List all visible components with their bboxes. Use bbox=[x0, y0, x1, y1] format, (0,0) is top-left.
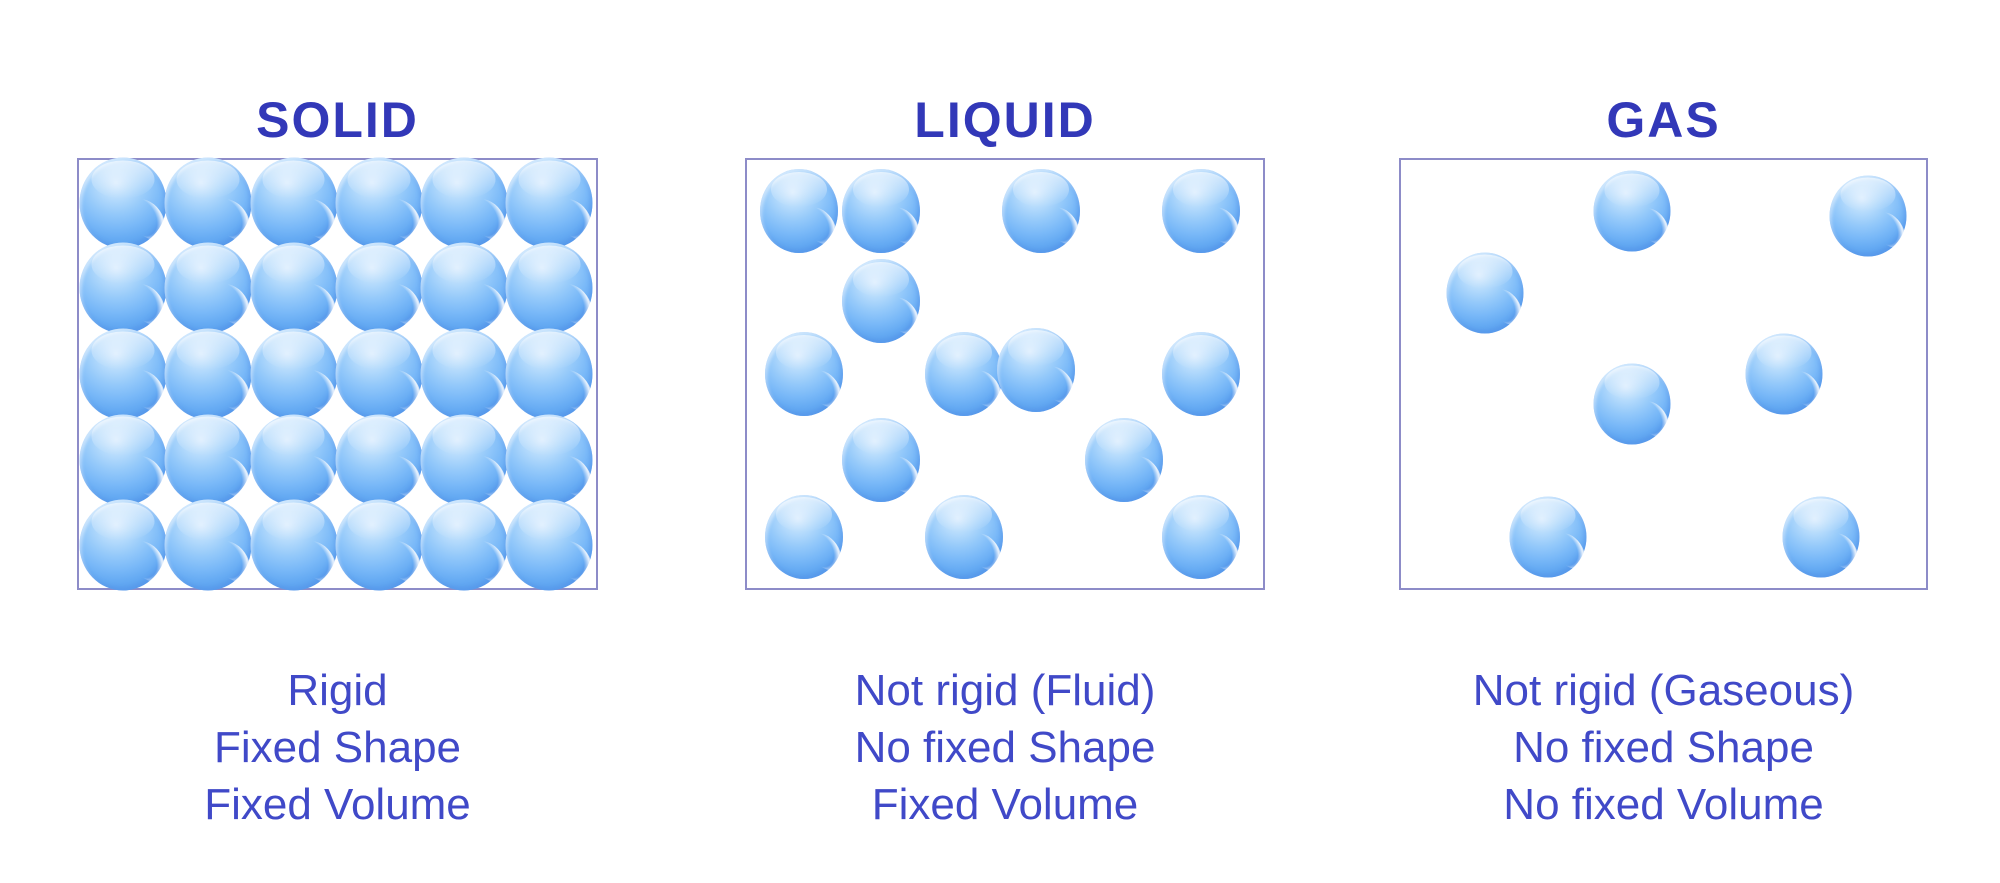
solid-particle bbox=[79, 157, 167, 249]
solid-caption-line: Fixed Volume bbox=[204, 780, 471, 829]
solid-caption-line: Rigid bbox=[287, 666, 388, 715]
solid-particle bbox=[420, 328, 508, 420]
solid-particle bbox=[250, 328, 338, 420]
liquid-box bbox=[745, 158, 1265, 590]
gas-title: GAS bbox=[1606, 91, 1721, 148]
solid-particle bbox=[79, 499, 167, 591]
liquid-particle bbox=[764, 332, 843, 416]
gas-particle bbox=[1509, 496, 1587, 578]
liquid-particle bbox=[1002, 169, 1081, 254]
solid-particle bbox=[335, 414, 423, 506]
solid-particle bbox=[505, 157, 593, 249]
gas-captions: Not rigid (Gaseous) No fixed Shape No fi… bbox=[1399, 662, 1928, 833]
solid-box bbox=[77, 157, 598, 591]
gas-caption-line: No fixed Volume bbox=[1503, 780, 1824, 829]
solid-particle bbox=[505, 414, 593, 506]
solid-particle bbox=[505, 499, 593, 591]
liquid-particle bbox=[842, 259, 921, 344]
solid-particle bbox=[420, 499, 508, 591]
solid-particle bbox=[420, 242, 508, 334]
gas-box bbox=[1399, 158, 1928, 590]
gas-particle bbox=[1829, 175, 1907, 257]
solid-particle bbox=[250, 414, 338, 506]
solid-particle bbox=[250, 242, 338, 334]
solid-particle bbox=[164, 414, 252, 506]
liquid-particle bbox=[842, 417, 921, 502]
solid-particle bbox=[79, 328, 167, 420]
gas-particle bbox=[1745, 333, 1823, 415]
solid-particle bbox=[335, 242, 423, 334]
gas-caption-line: No fixed Shape bbox=[1513, 723, 1814, 772]
gas-particle bbox=[1446, 252, 1524, 334]
liquid-particle bbox=[759, 169, 838, 254]
gas-particle bbox=[1782, 496, 1860, 578]
solid-particle bbox=[164, 328, 252, 420]
liquid-particle bbox=[924, 332, 1003, 416]
liquid-captions: Not rigid (Fluid) No fixed Shape Fixed V… bbox=[745, 662, 1265, 833]
solid-particle bbox=[164, 157, 252, 249]
liquid-particle bbox=[996, 327, 1075, 412]
gas-caption-line: Not rigid (Gaseous) bbox=[1472, 666, 1855, 715]
solid-particle bbox=[335, 328, 423, 420]
solid-particle bbox=[335, 157, 423, 249]
liquid-title: LIQUID bbox=[914, 91, 1096, 148]
solid-caption-line: Fixed Shape bbox=[213, 723, 462, 772]
solid-particle bbox=[505, 242, 593, 334]
solid-particle bbox=[164, 499, 252, 591]
solid-particle bbox=[79, 242, 167, 334]
solid-title: SOLID bbox=[256, 91, 419, 148]
solid-particle bbox=[335, 499, 423, 591]
solid-particle bbox=[420, 414, 508, 506]
solid-particle bbox=[164, 242, 252, 334]
liquid-particle bbox=[1162, 332, 1241, 416]
liquid-particle bbox=[924, 494, 1003, 579]
gas-particle bbox=[1593, 363, 1671, 445]
liquid-particle bbox=[1084, 417, 1163, 502]
liquid-caption-line: Not rigid (Fluid) bbox=[854, 666, 1156, 715]
solid-captions: Rigid Fixed Shape Fixed Volume bbox=[77, 662, 598, 833]
gas-particle bbox=[1593, 170, 1671, 252]
solid-particle bbox=[79, 414, 167, 506]
solid-particle bbox=[420, 157, 508, 249]
solid-particle bbox=[250, 499, 338, 591]
liquid-caption-line: Fixed Volume bbox=[871, 780, 1139, 829]
liquid-particle bbox=[842, 169, 921, 254]
liquid-particle bbox=[764, 494, 843, 579]
solid-particle bbox=[250, 157, 338, 249]
liquid-caption-line: No fixed Shape bbox=[854, 723, 1156, 772]
solid-particle bbox=[505, 328, 593, 420]
liquid-particle bbox=[1162, 169, 1241, 254]
liquid-particle bbox=[1162, 494, 1241, 579]
